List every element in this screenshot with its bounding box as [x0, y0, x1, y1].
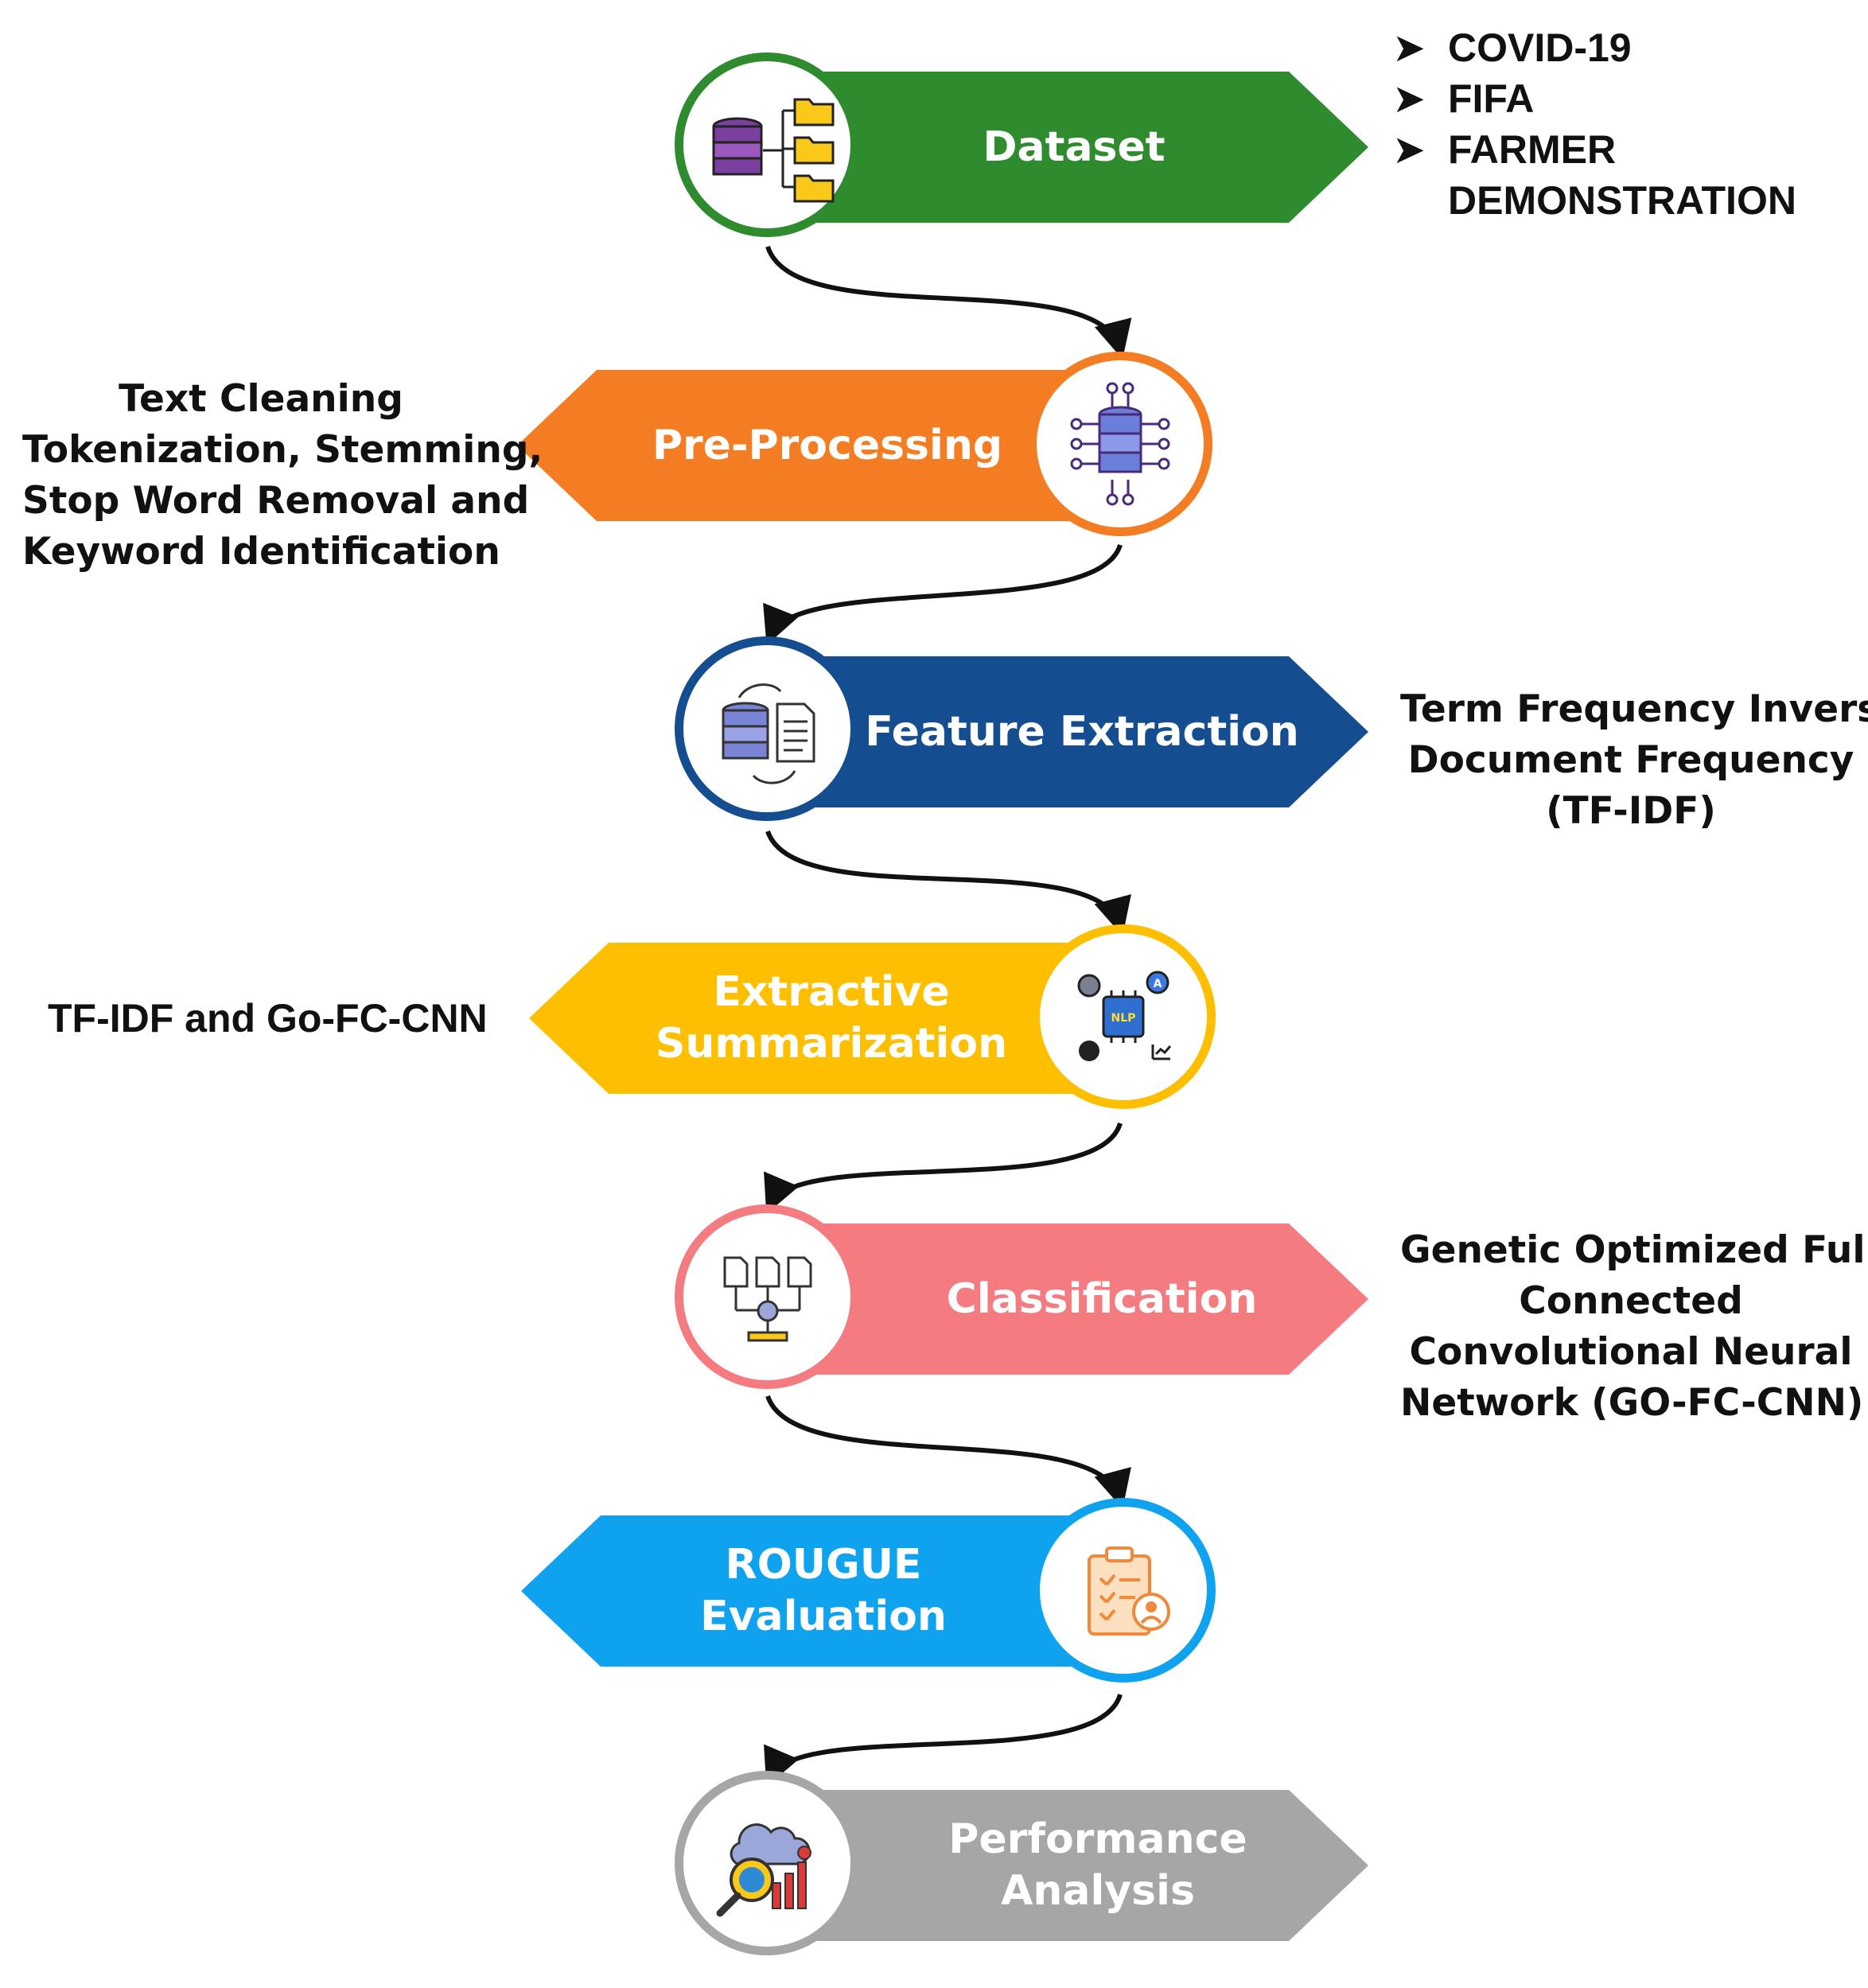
preprocessing-banner	[517, 370, 1138, 521]
svg-text:NLP: NLP	[1111, 1012, 1136, 1025]
connector-6	[764, 1694, 1123, 1788]
dataset-item: ➤FARMER	[1392, 124, 1796, 175]
connector-4	[764, 1122, 1123, 1215]
evaluation-banner	[521, 1515, 1138, 1667]
feature-extraction-banner	[764, 656, 1368, 807]
arrow-bullet-icon: ➤	[1392, 25, 1426, 71]
summarization-icon-circle: NLP A	[1031, 924, 1216, 1109]
feature-extraction-label: Feature Extraction	[865, 707, 1299, 756]
summarization-annotation: TF-IDF and Go-FC-CNN	[48, 996, 488, 1041]
dataset-item: ➤COVID-19	[1392, 22, 1796, 73]
summarization-banner	[529, 943, 1138, 1094]
evaluation-icon-circle	[1031, 1498, 1216, 1683]
preprocessing-icon-circle	[1028, 352, 1212, 536]
performance-icon-circle	[675, 1771, 859, 1955]
connector-2	[763, 543, 1123, 646]
dataset-icon-circle	[675, 53, 859, 237]
classification-label: Classification	[946, 1274, 1258, 1323]
feature-extraction-annotation: Term Frequency Inverse Document Frequenc…	[1400, 687, 1868, 833]
clipboard-user-icon	[1088, 1546, 1170, 1636]
arrow-bullet-icon: ➤	[1392, 76, 1426, 122]
classification-icon-circle	[675, 1204, 859, 1389]
database-folders-icon	[712, 98, 835, 203]
arrow-bullet-icon: ➤	[1392, 126, 1426, 173]
dataset-banner	[764, 72, 1368, 223]
dataset-item: ➤FIFA	[1392, 73, 1796, 124]
classification-annotation: Genetic Optimized Fully Connected Convol…	[1400, 1228, 1868, 1425]
connector-1	[765, 246, 1132, 360]
svg-text:A: A	[1154, 978, 1162, 990]
performance-label: Performance Analysis	[948, 1815, 1247, 1915]
connector-5	[765, 1395, 1131, 1509]
database-document-sync-icon	[722, 683, 815, 784]
preprocessing-label: Pre-Processing	[652, 421, 1003, 469]
connector-3	[765, 830, 1131, 936]
performance-banner	[764, 1790, 1368, 1941]
dataset-label: Dataset	[983, 123, 1166, 171]
nlp-chip-icon: NLP A	[1077, 971, 1172, 1061]
dataset-list: ➤COVID-19 ➤FIFA ➤FARMER DEMONSTRATION	[1392, 22, 1796, 226]
feature-extraction-icon-circle	[675, 636, 859, 821]
dataset-item-continuation: DEMONSTRATION	[1448, 178, 1796, 223]
classification-banner	[764, 1224, 1368, 1375]
documents-merge-icon	[723, 1256, 812, 1342]
preprocessing-annotation: Text Cleaning Tokenization, Stemming, St…	[22, 377, 543, 574]
database-network-icon	[1070, 382, 1170, 506]
analytics-magnifier-icon	[716, 1823, 811, 1917]
